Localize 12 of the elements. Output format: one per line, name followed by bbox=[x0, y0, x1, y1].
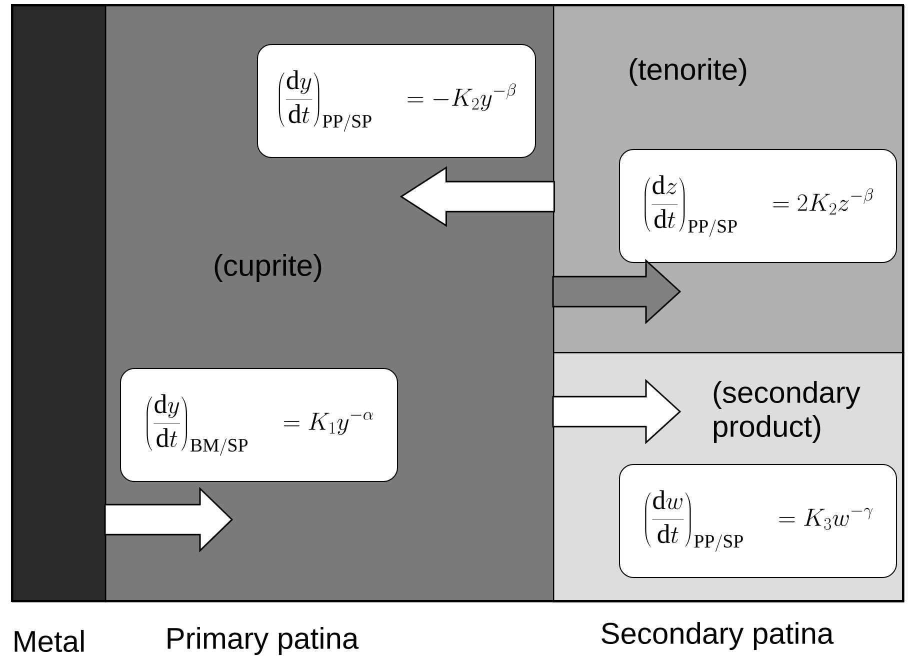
equation-box: $\left(\frac{\mathrm{d}w}{\mathrm{d}t}\right)_{\mathrm{PP/SP}}\quad =K_{3}w^{-\gamma}$ bbox=[619, 464, 897, 578]
layer-band: Metal bbox=[12, 5, 106, 652]
node-label: Primary patina bbox=[168, 627, 359, 655]
node-label: Metal bbox=[14, 630, 84, 652]
block-arrow bbox=[552, 258, 682, 324]
block-arrow bbox=[400, 166, 555, 227]
equation-box: $\left(\frac{\mathrm{d}z}{\mathrm{d}t}\right)_{\mathrm{PP/SP}}\quad =2K_{2}z^{-\beta}$ bbox=[619, 149, 897, 263]
equation-box: $\left(\frac{\mathrm{d}y}{\mathrm{d}t}\right)_{\mathrm{PP/SP}}\quad =-K_{2}y^{-\beta}$ bbox=[257, 44, 536, 158]
block-arrow bbox=[104, 486, 234, 552]
block-arrow bbox=[552, 378, 682, 444]
node-label: Secondary patina bbox=[602, 622, 834, 650]
equation-box: $\left(\frac{\mathrm{d}y}{\mathrm{d}t}\right)_{\mathrm{BM/SP}}\quad =K_{1}y^{-\alpha}$ bbox=[120, 368, 398, 482]
